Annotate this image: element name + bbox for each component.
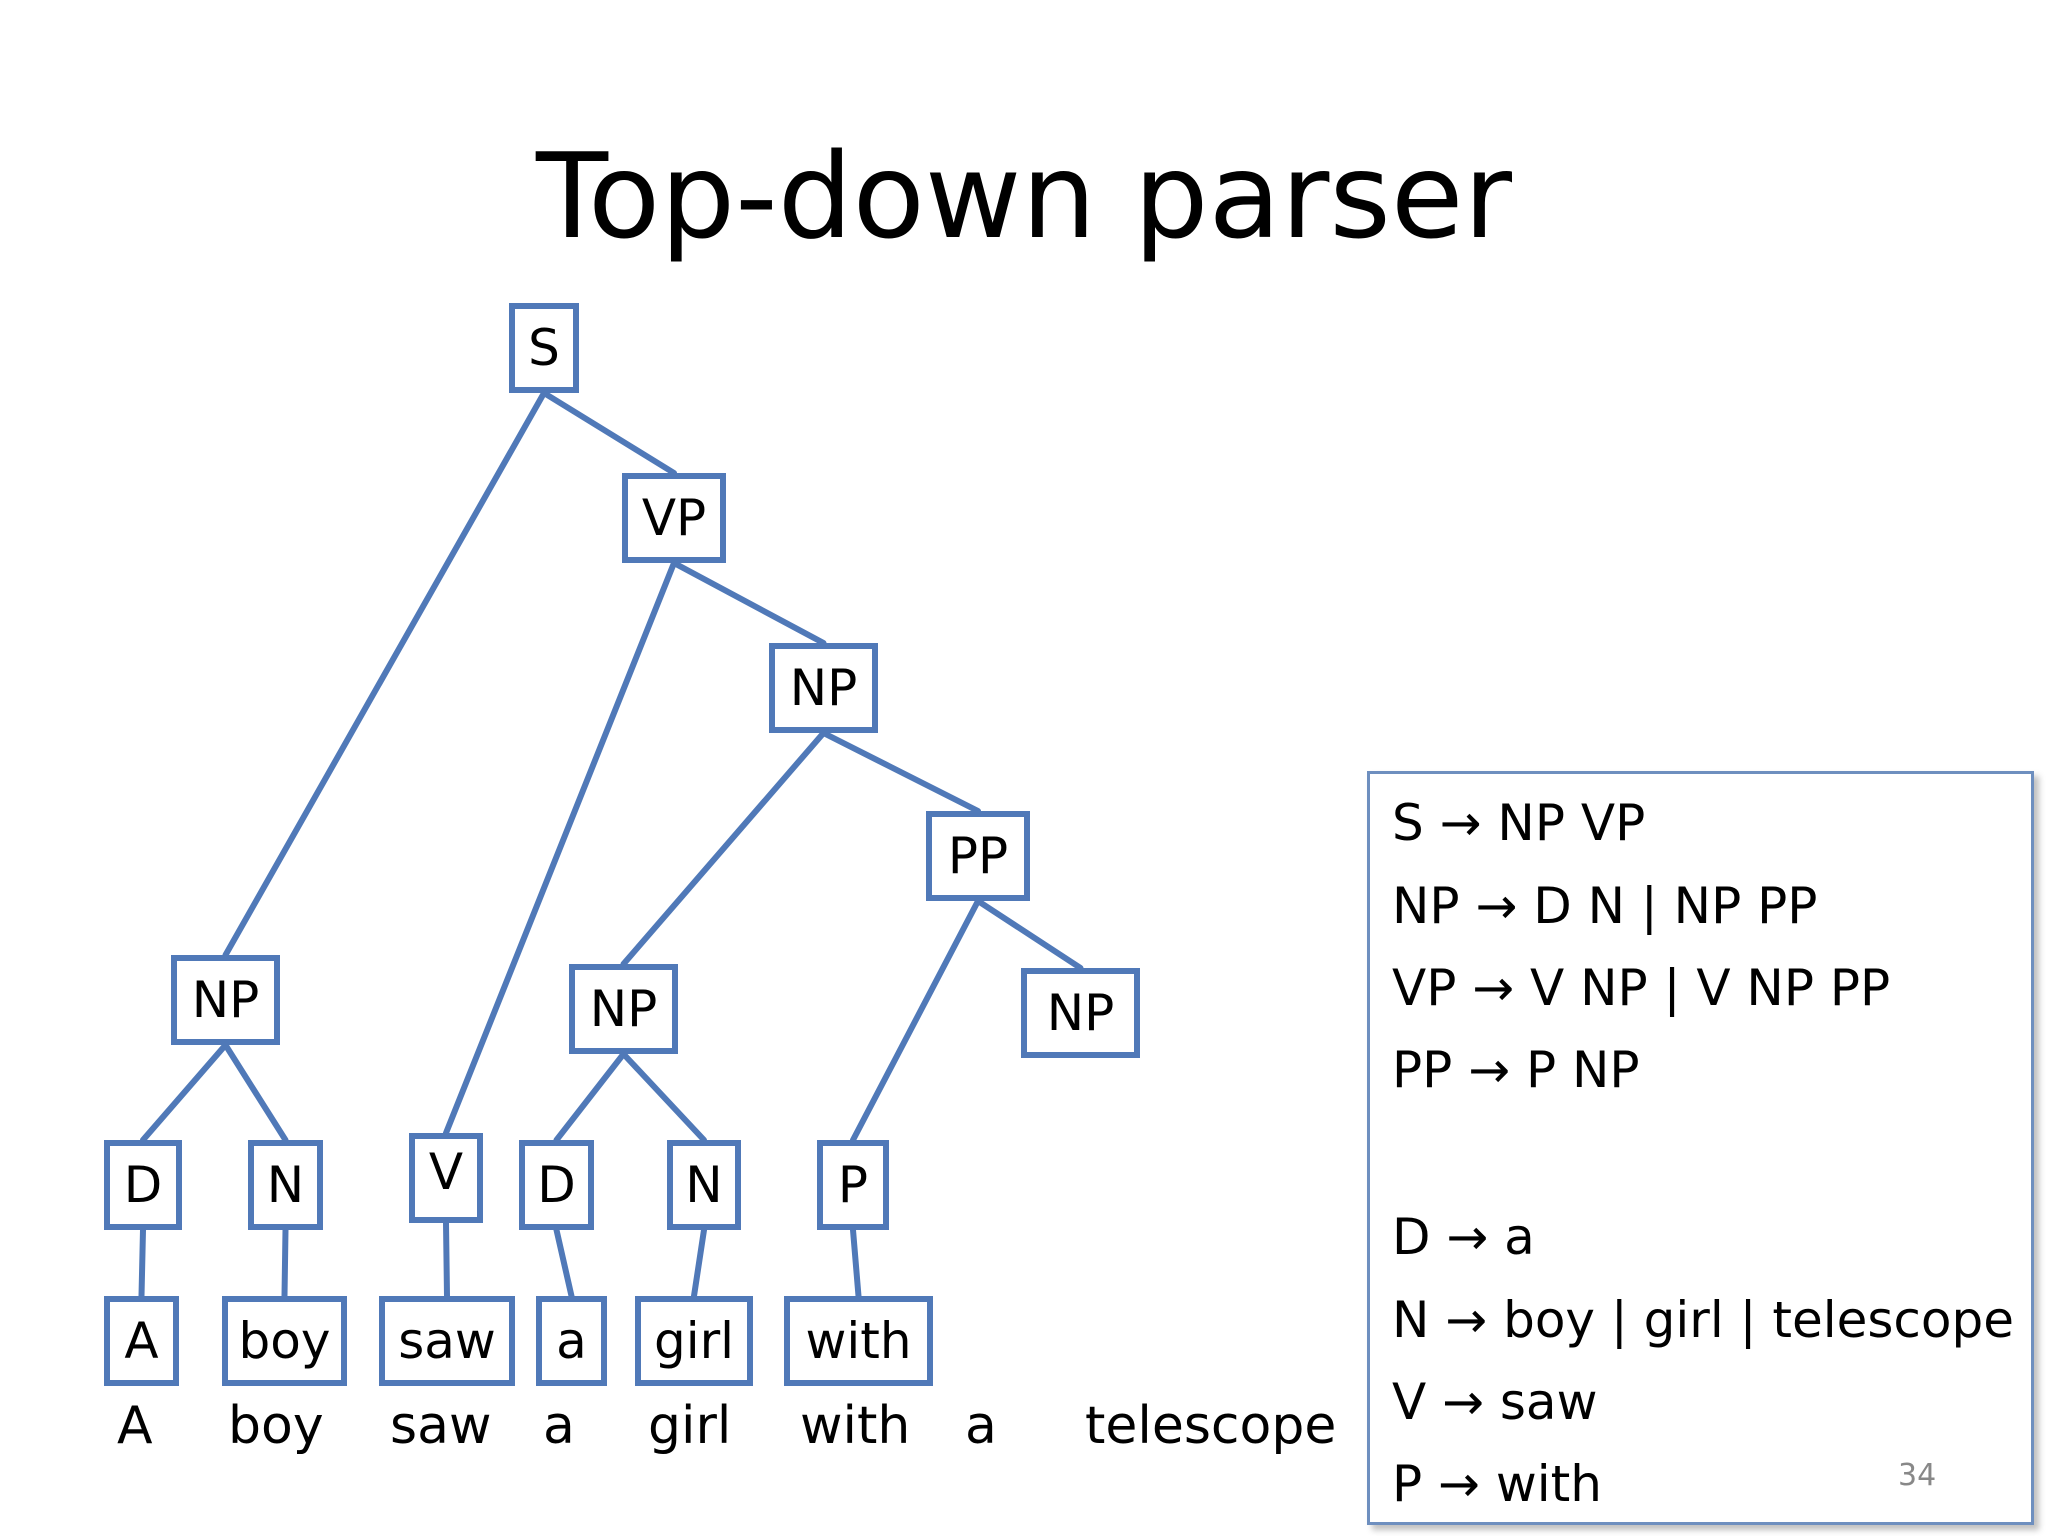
tree-node-vp: VP bbox=[622, 473, 726, 563]
tree-node-label: a bbox=[556, 1312, 587, 1370]
sentence-word: telescope bbox=[1085, 1396, 1337, 1456]
tree-node-np-inner: NP bbox=[569, 964, 678, 1054]
grammar-rule-s: S → NP VP bbox=[1392, 794, 1646, 852]
tree-edge-np-inner-n2 bbox=[620, 1051, 707, 1143]
sentence-word: boy bbox=[228, 1396, 324, 1456]
sentence-word: girl bbox=[648, 1396, 732, 1456]
grammar-panel: S → NP VP NP → D N | NP PP VP → V NP | V… bbox=[1367, 771, 2034, 1525]
tree-node-label: S bbox=[528, 319, 560, 377]
tree-node-label: NP bbox=[191, 971, 260, 1029]
tree-node-w-boy: boy bbox=[222, 1296, 347, 1386]
tree-node-np-obj: NP bbox=[769, 643, 878, 733]
tree-node-label: NP bbox=[1046, 984, 1115, 1042]
tree-node-w-a2: a bbox=[536, 1296, 607, 1386]
tree-node-d1: D bbox=[104, 1140, 182, 1230]
tree-node-label: VP bbox=[641, 489, 707, 547]
page-number: 34 bbox=[1898, 1458, 1937, 1493]
tree-node-label: NP bbox=[589, 980, 658, 1038]
sentence-word: A bbox=[117, 1396, 153, 1456]
tree-edge-s-vp bbox=[541, 390, 677, 476]
tree-node-label: A bbox=[124, 1312, 159, 1370]
tree-node-w-with: with bbox=[784, 1296, 933, 1386]
tree-node-label: D bbox=[537, 1156, 576, 1214]
tree-node-label: P bbox=[837, 1156, 869, 1214]
tree-node-label: saw bbox=[398, 1312, 496, 1370]
grammar-rule-d: D → a bbox=[1392, 1208, 1535, 1266]
tree-edge-s-np-subj bbox=[222, 390, 547, 958]
tree-edge-np-obj-np-inner bbox=[620, 730, 827, 967]
tree-edge-pp-np-pp bbox=[975, 898, 1084, 971]
tree-edge-v-w-saw bbox=[443, 1220, 450, 1299]
grammar-rule-vp: VP → V NP | V NP PP bbox=[1392, 959, 1891, 1017]
sentence-word: a bbox=[543, 1396, 575, 1456]
tree-node-n1: N bbox=[248, 1140, 323, 1230]
tree-node-label: D bbox=[123, 1156, 163, 1214]
tree-node-label: N bbox=[266, 1156, 305, 1214]
tree-node-label: N bbox=[685, 1156, 723, 1214]
grammar-rule-np: NP → D N | NP PP bbox=[1392, 877, 1818, 935]
tree-node-n2: N bbox=[667, 1140, 741, 1230]
tree-edge-pp-p bbox=[850, 898, 981, 1143]
tree-node-label: boy bbox=[238, 1312, 331, 1370]
tree-node-label: PP bbox=[947, 827, 1009, 885]
tree-node-s: S bbox=[509, 303, 579, 393]
tree-edge-p-w-with bbox=[850, 1227, 862, 1299]
tree-node-label: NP bbox=[789, 659, 858, 717]
tree-node-w-saw: saw bbox=[379, 1296, 515, 1386]
grammar-rule-v: V → saw bbox=[1392, 1373, 1598, 1431]
tree-node-pp: PP bbox=[926, 811, 1030, 901]
tree-node-label: girl bbox=[653, 1312, 735, 1370]
tree-edge-vp-np-obj bbox=[671, 560, 827, 646]
tree-edge-n1-w-boy bbox=[281, 1227, 289, 1299]
grammar-rule-p: P → with bbox=[1392, 1455, 1602, 1513]
sentence-word: with bbox=[800, 1396, 911, 1456]
tree-node-p: P bbox=[817, 1140, 889, 1230]
tree-edge-d1-w-a1 bbox=[138, 1227, 146, 1299]
tree-node-label: with bbox=[805, 1312, 912, 1370]
tree-edge-np-inner-d2 bbox=[553, 1051, 627, 1143]
tree-edge-d2-w-a2 bbox=[553, 1227, 575, 1299]
sentence-word: a bbox=[965, 1396, 997, 1456]
tree-node-np-subj: NP bbox=[171, 955, 280, 1045]
slide-title: Top-down parser bbox=[536, 127, 1512, 265]
tree-edge-np-subj-d1 bbox=[140, 1042, 229, 1143]
tree-node-w-a1: A bbox=[104, 1296, 179, 1386]
tree-edge-np-obj-pp bbox=[820, 730, 981, 814]
grammar-rule-pp: PP → P NP bbox=[1392, 1041, 1640, 1099]
sentence-word: saw bbox=[390, 1396, 492, 1456]
tree-node-np-pp: NP bbox=[1021, 968, 1140, 1058]
tree-node-d2: D bbox=[519, 1140, 594, 1230]
tree-node-v: V bbox=[409, 1133, 483, 1223]
tree-edge-np-subj-n1 bbox=[222, 1042, 289, 1143]
tree-node-w-girl: girl bbox=[635, 1296, 753, 1386]
tree-node-label: V bbox=[428, 1143, 464, 1201]
tree-edge-n2-w-girl bbox=[691, 1227, 707, 1299]
grammar-rule-n: N → boy | girl | telescope bbox=[1392, 1291, 2014, 1349]
tree-edge-vp-v bbox=[443, 560, 677, 1136]
